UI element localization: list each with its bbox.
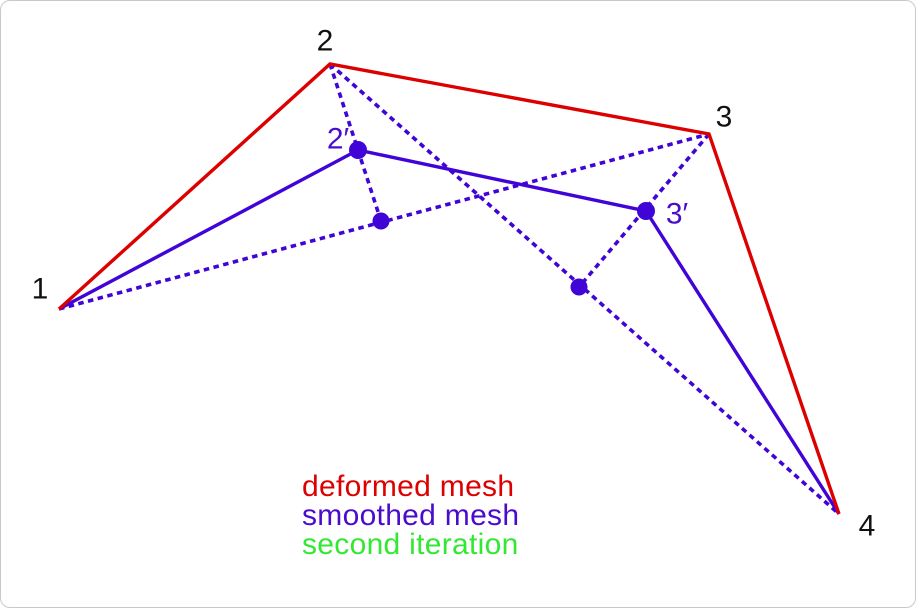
- legend-item-second-iteration: second iteration: [302, 528, 519, 561]
- vertex-label-3prime: 3′: [666, 198, 689, 231]
- midpoint-1-3-dot: [372, 212, 390, 230]
- smoothed-vertex-2prime-dot: [349, 141, 367, 159]
- diagonal-2-to-4: [328, 62, 841, 516]
- vertex-label-3: 3: [716, 101, 733, 134]
- vertex-label-2: 2: [317, 25, 334, 58]
- smoothed-vertex-3prime-dot: [637, 202, 655, 220]
- vertex-label-4: 4: [859, 510, 876, 543]
- legend: deformed mesh smoothed mesh second itera…: [302, 470, 520, 561]
- vertex-label-2prime: 2′: [327, 123, 350, 156]
- diagonal-1-to-3: [58, 132, 710, 311]
- legend-item-smoothed-mesh: smoothed mesh: [302, 499, 520, 532]
- midpoint-2-4-dot: [570, 278, 588, 296]
- smoothed-mesh-polyline: [58, 148, 841, 515]
- deformed-mesh-polyline: [57, 62, 841, 515]
- vertex-label-1: 1: [32, 273, 49, 306]
- legend-item-deformed-mesh: deformed mesh: [302, 470, 515, 503]
